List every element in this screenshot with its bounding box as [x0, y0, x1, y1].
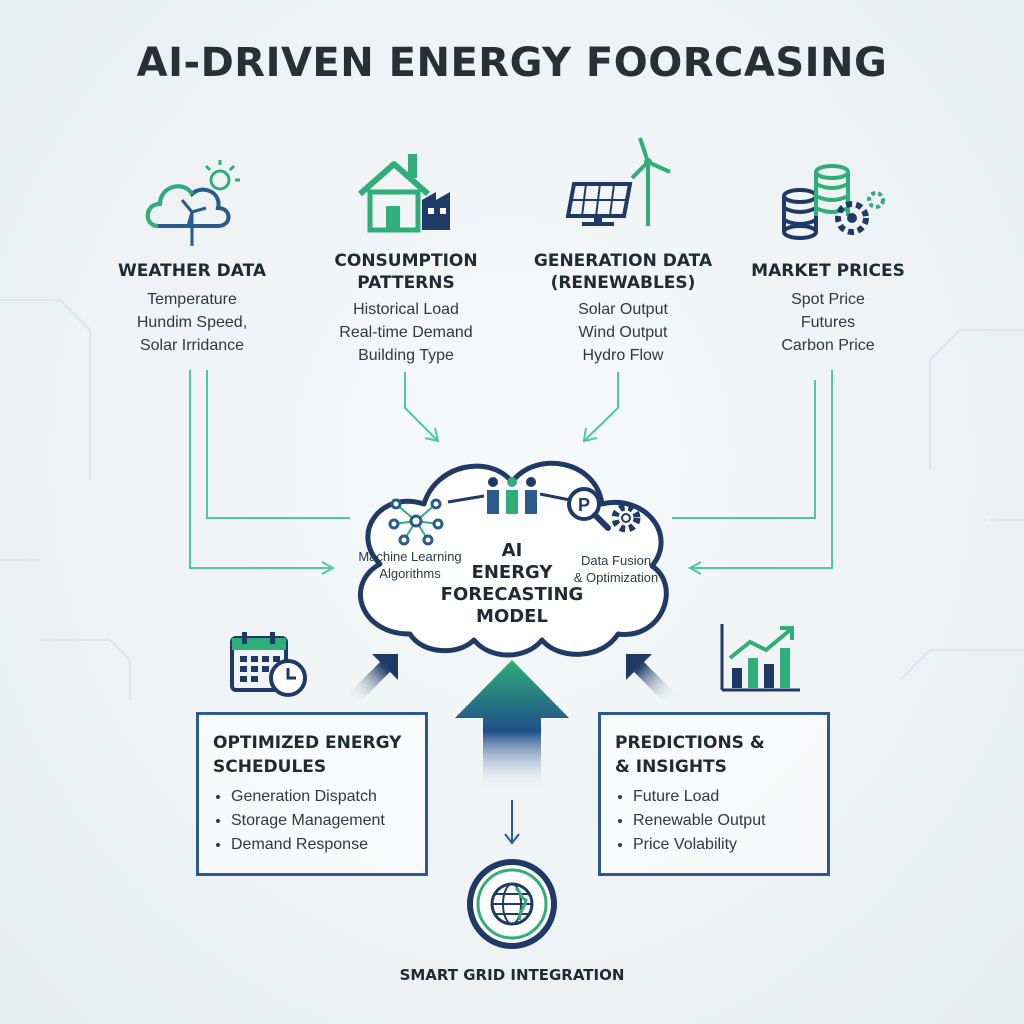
generation-item-solar-output: Solar Output [578, 301, 668, 318]
neural-network-icon [388, 498, 444, 546]
model-title-line-1: AI [501, 540, 523, 561]
market-item-carbon-price: Carbon Price [781, 337, 875, 354]
right-diagonal-arrow [626, 654, 677, 705]
consumption-patterns-column: CONSUMPTION PATTERNS Historical Load Rea… [306, 250, 506, 367]
down-arrow-to-globe [504, 800, 520, 845]
solar-panel-wind-turbine-icon [566, 137, 671, 226]
data-fusion-label: Data Fusion & Optimization [556, 552, 676, 586]
svg-text:P: P [578, 495, 590, 515]
generation-connector [584, 372, 619, 441]
market-connector-inner [672, 380, 816, 519]
rising-bar-chart-icon [720, 624, 800, 692]
ml-label-line-2: Algorithms [379, 566, 441, 581]
generation-item-hydro-flow: Hydro Flow [582, 347, 664, 364]
market-prices-heading: MARKET PRICES [751, 261, 905, 281]
model-title-line-4: MODEL [476, 606, 548, 627]
schedules-item-generation-dispatch: Generation Dispatch [231, 785, 411, 809]
market-prices-column: MARKET PRICES Spot Price Futures Carbon … [728, 260, 928, 357]
predictions-item-renewable-output: Renewable Output [633, 809, 813, 833]
consumption-item-building-type: Building Type [358, 347, 454, 364]
ai-model-title: AI ENERGY FORECASTING MODEL [436, 540, 588, 628]
predictions-insights-box: PREDICTIONS & & INSIGHTS Future Load Ren… [598, 712, 830, 876]
predictions-item-price-volatility: Price Volability [633, 833, 813, 857]
schedules-heading-line-2: SCHEDULES [213, 757, 327, 777]
ml-label-line-1: Machine Learning [358, 549, 462, 564]
weather-connector-outer [189, 370, 330, 569]
ml-algorithms-label: Machine Learning Algorithms [350, 548, 470, 582]
model-title-line-2: ENERGY [471, 562, 553, 583]
fusion-label-line-2: & Optimization [573, 570, 659, 585]
globe-icon [467, 859, 557, 949]
weather-connector-inner [206, 370, 350, 519]
predictions-list: Future Load Renewable Output Price Volab… [615, 785, 813, 857]
cloud-link-line-left [447, 494, 485, 504]
market-item-futures: Futures [800, 314, 856, 331]
coin-stack-gear-icon [782, 164, 885, 240]
generation-data-column: GENERATION DATA (RENEWABLES) Solar Outpu… [518, 250, 728, 367]
schedules-item-demand-response: Demand Response [231, 833, 411, 857]
consumption-item-historical-load: Historical Load [353, 301, 459, 318]
consumption-heading-line-2: PATTERNS [357, 273, 455, 293]
predictions-item-future-load: Future Load [633, 785, 813, 809]
generation-heading-line-1: GENERATION DATA [533, 251, 713, 271]
weather-item-wind-speed: Hundim Speed, [136, 314, 248, 331]
big-up-arrow [455, 660, 569, 790]
calendar-clock-icon [230, 632, 307, 697]
p-magnifier-gear-icon: P [567, 487, 641, 533]
schedules-list: Generation Dispatch Storage Management D… [213, 785, 411, 857]
schedules-item-storage-management: Storage Management [231, 809, 411, 833]
consumption-connector [404, 372, 438, 441]
page-title: AI-DRIVEN ENERGY FOORCASING [136, 40, 888, 86]
weather-data-heading: WEATHER DATA [117, 261, 267, 281]
cloud-wind-turbine-icon [145, 160, 240, 246]
optimized-schedules-box: OPTIMIZED ENERGY SCHEDULES Generation Di… [196, 712, 428, 876]
predictions-heading-line-2: & INSIGHTS [615, 757, 727, 777]
fusion-label-line-1: Data Fusion [580, 553, 652, 568]
consumption-heading-line-1: CONSUMPTION [334, 251, 478, 271]
market-item-spot-price: Spot Price [791, 291, 865, 308]
cloud-link-line-right [539, 492, 571, 502]
smart-grid-label: SMART GRID INTEGRATION [399, 966, 625, 984]
generation-item-wind-output: Wind Output [578, 324, 668, 341]
weather-item-solar-irradiance: Solar Irridance [139, 337, 245, 354]
house-factory-icon [358, 154, 450, 233]
model-title-line-3: FORECASTING [440, 584, 584, 605]
left-diagonal-arrow [347, 654, 398, 705]
schedules-heading-line-1: OPTIMIZED ENERGY [213, 733, 402, 753]
predictions-heading-line-1: PREDICTIONS & [615, 733, 765, 753]
consumption-item-realtime-demand: Real-time Demand [339, 324, 473, 341]
market-connector-outer [692, 370, 833, 569]
weather-data-column: WEATHER DATA Temperature Hundim Speed, S… [92, 260, 292, 357]
generation-heading-line-2: (RENEWABLES) [550, 273, 696, 293]
bar-people-icon [487, 477, 537, 514]
weather-item-temperature: Temperature [147, 291, 237, 308]
